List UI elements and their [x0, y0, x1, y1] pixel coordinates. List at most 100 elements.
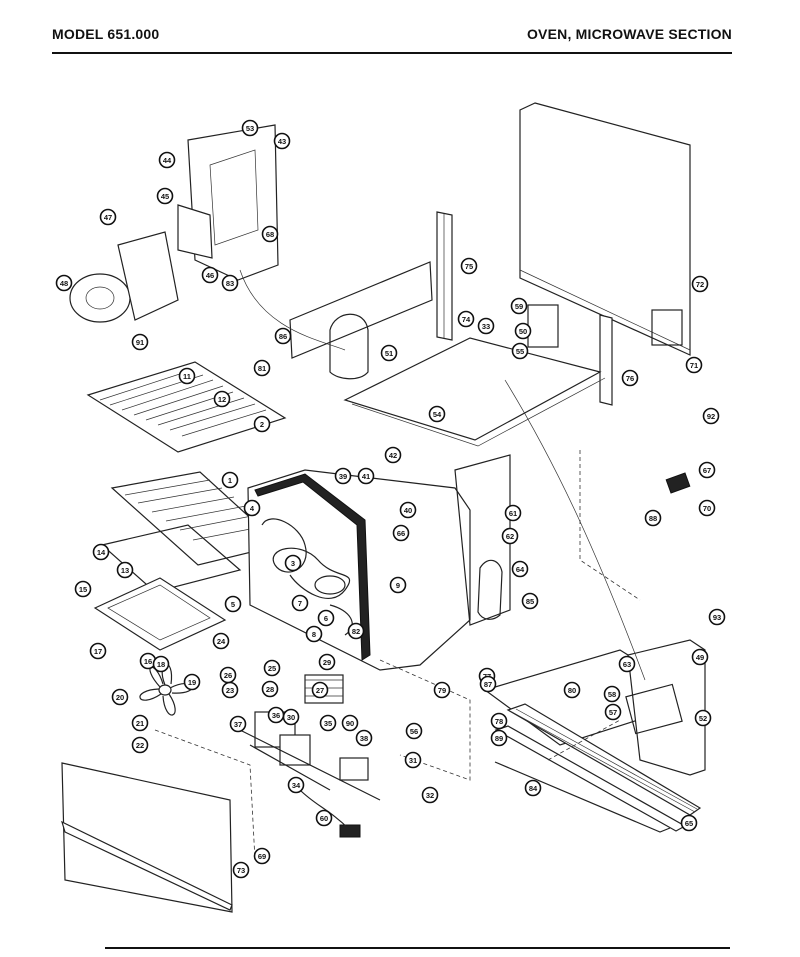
callout-label: 92: [707, 412, 715, 421]
callout-33: 33: [477, 317, 495, 335]
callout-label: 30: [287, 713, 295, 722]
long-wire-lead: [504, 379, 646, 681]
callout-label: 40: [404, 506, 412, 515]
callout-25: 25: [263, 659, 281, 677]
callout-83: 83: [221, 274, 239, 292]
callout-11: 11: [178, 367, 196, 385]
callout-label: 85: [526, 597, 534, 606]
callout-74: 74: [457, 310, 475, 328]
callout-label: 15: [79, 585, 87, 594]
callout-39: 39: [334, 467, 352, 485]
callout-label: 70: [703, 504, 711, 513]
rear-panel-bracket: [527, 304, 559, 348]
section-title: OVEN, MICROWAVE SECTION: [526, 26, 732, 42]
callout-label: 47: [104, 213, 112, 222]
magnetron-assembly: [627, 639, 706, 776]
callout-label: 39: [339, 472, 347, 481]
callout-43: 43: [273, 132, 291, 150]
callout-label: 35: [324, 719, 332, 728]
callout-label: 52: [699, 714, 707, 723]
callout-93: 93: [708, 608, 726, 626]
callout-51: 51: [380, 344, 398, 362]
callout-label: 58: [608, 690, 616, 699]
callout-label: 76: [626, 374, 634, 383]
callout-2: 2: [253, 415, 271, 433]
callout-label: 55: [516, 347, 524, 356]
callout-59: 59: [510, 297, 528, 315]
callout-label: 24: [217, 637, 226, 646]
callout-label: 60: [320, 814, 328, 823]
callout-label: 50: [519, 327, 527, 336]
left-upright-channel: [436, 211, 453, 341]
callout-label: 16: [144, 657, 152, 666]
callout-label: 71: [690, 361, 698, 370]
callout-37: 37: [229, 715, 247, 733]
callout-70: 70: [698, 499, 716, 517]
callout-label: 13: [121, 566, 129, 575]
callout-71: 71: [685, 356, 703, 374]
cavity-top-plate: [343, 337, 602, 441]
callout-50: 50: [514, 322, 532, 340]
callout-18: 18: [152, 655, 170, 673]
callout-label: 42: [389, 451, 397, 460]
callout-label: 5: [231, 600, 235, 609]
callout-label: 48: [60, 279, 68, 288]
callout-label: 14: [97, 548, 106, 557]
callout-label: 36: [272, 711, 280, 720]
callout-56: 56: [405, 722, 423, 740]
callout-89: 89: [490, 729, 508, 747]
callout-46: 46: [201, 266, 219, 284]
callout-22: 22: [131, 736, 149, 754]
callout-label: 17: [94, 647, 102, 656]
callout-67: 67: [698, 461, 716, 479]
callout-label: 62: [506, 532, 514, 541]
callout-20: 20: [111, 688, 129, 706]
callout-54: 54: [428, 405, 446, 423]
transformer-mount: [279, 734, 311, 766]
header-rule: [52, 52, 732, 54]
blower-housing: [117, 231, 179, 321]
callout-81: 81: [253, 359, 271, 377]
callout-label: 72: [696, 280, 704, 289]
heating-element: [261, 518, 351, 599]
callout-label: 74: [462, 315, 471, 324]
lower-front-panel: [61, 762, 233, 913]
callout-label: 80: [568, 686, 576, 695]
callout-34: 34: [287, 776, 305, 794]
callout-53: 53: [241, 119, 259, 137]
callout-90: 90: [341, 714, 359, 732]
callout-label: 6: [324, 614, 328, 623]
callout-label: 43: [278, 137, 286, 146]
callout-label: 91: [136, 338, 144, 347]
callout-label: 20: [116, 693, 124, 702]
relay-board: [625, 683, 683, 735]
callout-32: 32: [421, 786, 439, 804]
callout-5: 5: [224, 595, 242, 613]
callout-23: 23: [221, 681, 239, 699]
callout-29: 29: [318, 653, 336, 671]
callout-label: 22: [136, 741, 144, 750]
callout-4: 4: [243, 499, 261, 517]
callout-73: 73: [232, 861, 250, 879]
callout-label: 64: [516, 565, 525, 574]
callout-label: 68: [266, 230, 274, 239]
callout-13: 13: [116, 561, 134, 579]
callout-label: 19: [188, 678, 196, 687]
callout-label: 53: [246, 124, 254, 133]
callout-61: 61: [504, 504, 522, 522]
callout-label: 93: [713, 613, 721, 622]
callout-label: 23: [226, 686, 234, 695]
callout-1: 1: [221, 471, 239, 489]
callout-label: 89: [495, 734, 503, 743]
broiler-pan: [100, 524, 242, 593]
callout-6: 6: [317, 609, 335, 627]
callout-label: 61: [509, 509, 517, 518]
callout-62: 62: [501, 527, 519, 545]
callout-45: 45: [156, 187, 174, 205]
callout-label: 44: [163, 156, 172, 165]
callout-label: 2: [260, 420, 264, 429]
callout-label: 83: [226, 279, 234, 288]
callout-label: 38: [360, 734, 368, 743]
callout-30: 30: [282, 708, 300, 726]
callout-label: 8: [312, 630, 316, 639]
